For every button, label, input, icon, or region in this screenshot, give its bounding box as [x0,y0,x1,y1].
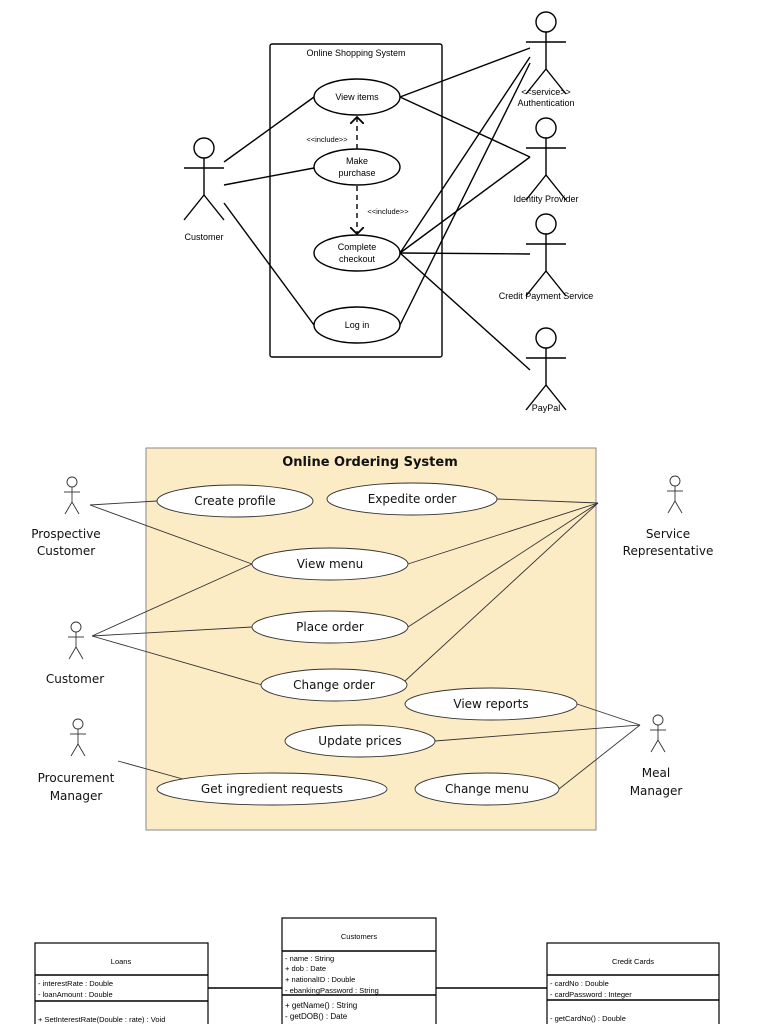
actor-icon [649,714,667,753]
system-title: Online Ordering System [282,455,458,470]
actor-authentication: <<service>> Authentication [517,11,575,108]
actor-icon [525,117,567,201]
svg-text:Create profile: Create profile [194,494,276,508]
include-label: <<include>> [306,135,348,144]
svg-text:Make: Make [346,156,368,166]
actor-icon [63,476,81,515]
svg-text:View items: View items [335,92,379,102]
svg-text:- cardNo : Double: - cardNo : Double [550,979,609,988]
svg-text:Manager: Manager [630,784,683,798]
actor-icon [525,327,567,411]
svg-text:Customer: Customer [184,232,223,242]
svg-text:checkout: checkout [339,254,376,264]
svg-text:Customer: Customer [46,672,104,686]
svg-text:Place order: Place order [296,620,364,634]
use-case-make-purchase[interactable]: Make purchase [313,148,401,186]
svg-text:Procurement: Procurement [38,771,115,785]
svg-text:+ getName() : String: + getName() : String [285,1001,357,1010]
actor-prospective-customer: Prospective Customer [31,476,101,558]
svg-text:- cardPassword : Integer: - cardPassword : Integer [550,990,632,999]
svg-text:Representative: Representative [623,544,714,558]
actor-customer: Customer [183,137,225,242]
system-boundary [269,43,443,358]
svg-text:Change order: Change order [293,678,375,692]
class-customers[interactable]: Customers - name : String + dob : Date +… [281,917,437,1024]
use-case-change-menu[interactable]: Change menu [414,772,560,806]
actor-icon [67,621,85,660]
use-case-update-prices[interactable]: Update prices [284,724,436,758]
include-label: <<include>> [367,207,409,216]
associations [89,498,641,790]
use-case-view-items[interactable]: View items [313,78,401,116]
svg-text:- getCardNo() : Double: - getCardNo() : Double [550,1014,626,1023]
use-case-create-profile[interactable]: Create profile [156,484,314,518]
associations [223,47,531,371]
svg-text:purchase: purchase [338,168,375,178]
svg-text:Loans: Loans [111,957,132,966]
svg-text:Change menu: Change menu [445,782,529,796]
svg-text:PayPal: PayPal [532,403,561,413]
svg-text:Update prices: Update prices [318,734,401,748]
svg-text:Credit Payment Service: Credit Payment Service [499,291,594,301]
actor-service-representative: Service Representative [623,475,714,558]
svg-text:Credit Cards: Credit Cards [612,957,654,966]
actor-paypal: PayPal [525,327,567,413]
svg-text:View menu: View menu [297,557,364,571]
actor-meal-manager: Meal Manager [630,714,683,798]
svg-text:- loanAmount : Double: - loanAmount : Double [38,990,113,999]
shopping-use-case-diagram: Online Shopping System <<include>> <<inc… [183,11,594,413]
actor-credit-payment-service: Credit Payment Service [499,213,594,301]
system-title: Online Shopping System [306,48,405,58]
svg-text:Authentication: Authentication [517,98,574,108]
use-case-view-reports[interactable]: View reports [404,687,578,721]
svg-text:Get ingredient requests: Get ingredient requests [201,782,343,796]
svg-text:<<service>>: <<service>> [521,87,571,97]
use-case-expedite-order[interactable]: Expedite order [326,482,498,516]
svg-text:Service: Service [646,527,690,541]
svg-text:+ dob : Date: + dob : Date [285,964,326,973]
use-case-change-order[interactable]: Change order [260,668,408,702]
actor-icon [525,213,567,297]
svg-text:- getDOB() : Date: - getDOB() : Date [285,1012,348,1021]
ordering-use-case-diagram: Online Ordering System Create profile Ex… [31,447,714,831]
actor-procurement-manager: Procurement Manager [38,718,115,803]
actor-icon [183,137,225,221]
use-case-get-ingredient-requests[interactable]: Get ingredient requests [156,772,388,806]
svg-text:Meal: Meal [642,766,670,780]
use-case-view-menu[interactable]: View menu [251,547,409,581]
svg-text:- ebankingPassword : String: - ebankingPassword : String [285,986,379,995]
class-loans[interactable]: Loans - interestRate : Double - loanAmou… [34,942,209,1024]
svg-text:Log in: Log in [345,320,370,330]
svg-text:+ SetInterestRate(Double : rat: + SetInterestRate(Double : rate) : Void [38,1015,165,1024]
actor-identity-provider: Identity Provider [513,117,579,204]
actor-icon [525,11,567,95]
svg-text:Identity Provider: Identity Provider [513,194,578,204]
svg-text:- interestRate : Double: - interestRate : Double [38,979,113,988]
svg-text:Complete: Complete [338,242,377,252]
use-case-place-order[interactable]: Place order [251,610,409,644]
actor-customer: Customer [46,621,104,686]
actor-icon [666,475,684,514]
svg-text:+ nationalID : Double: + nationalID : Double [285,975,355,984]
svg-text:Customers: Customers [341,932,378,941]
svg-text:- name : String: - name : String [285,954,334,963]
svg-text:Customer: Customer [37,544,95,558]
use-case-complete-checkout[interactable]: Complete checkout [313,234,401,272]
class-diagram: Loans - interestRate : Double - loanAmou… [34,917,720,1024]
class-credit-cards[interactable]: Credit Cards - cardNo : Double - cardPas… [546,942,720,1024]
actor-icon [69,718,87,757]
svg-text:Prospective: Prospective [31,527,100,541]
svg-text:Expedite order: Expedite order [368,492,457,506]
svg-text:Manager: Manager [50,789,103,803]
use-case-log-in[interactable]: Log in [313,306,401,344]
svg-text:View reports: View reports [453,697,528,711]
